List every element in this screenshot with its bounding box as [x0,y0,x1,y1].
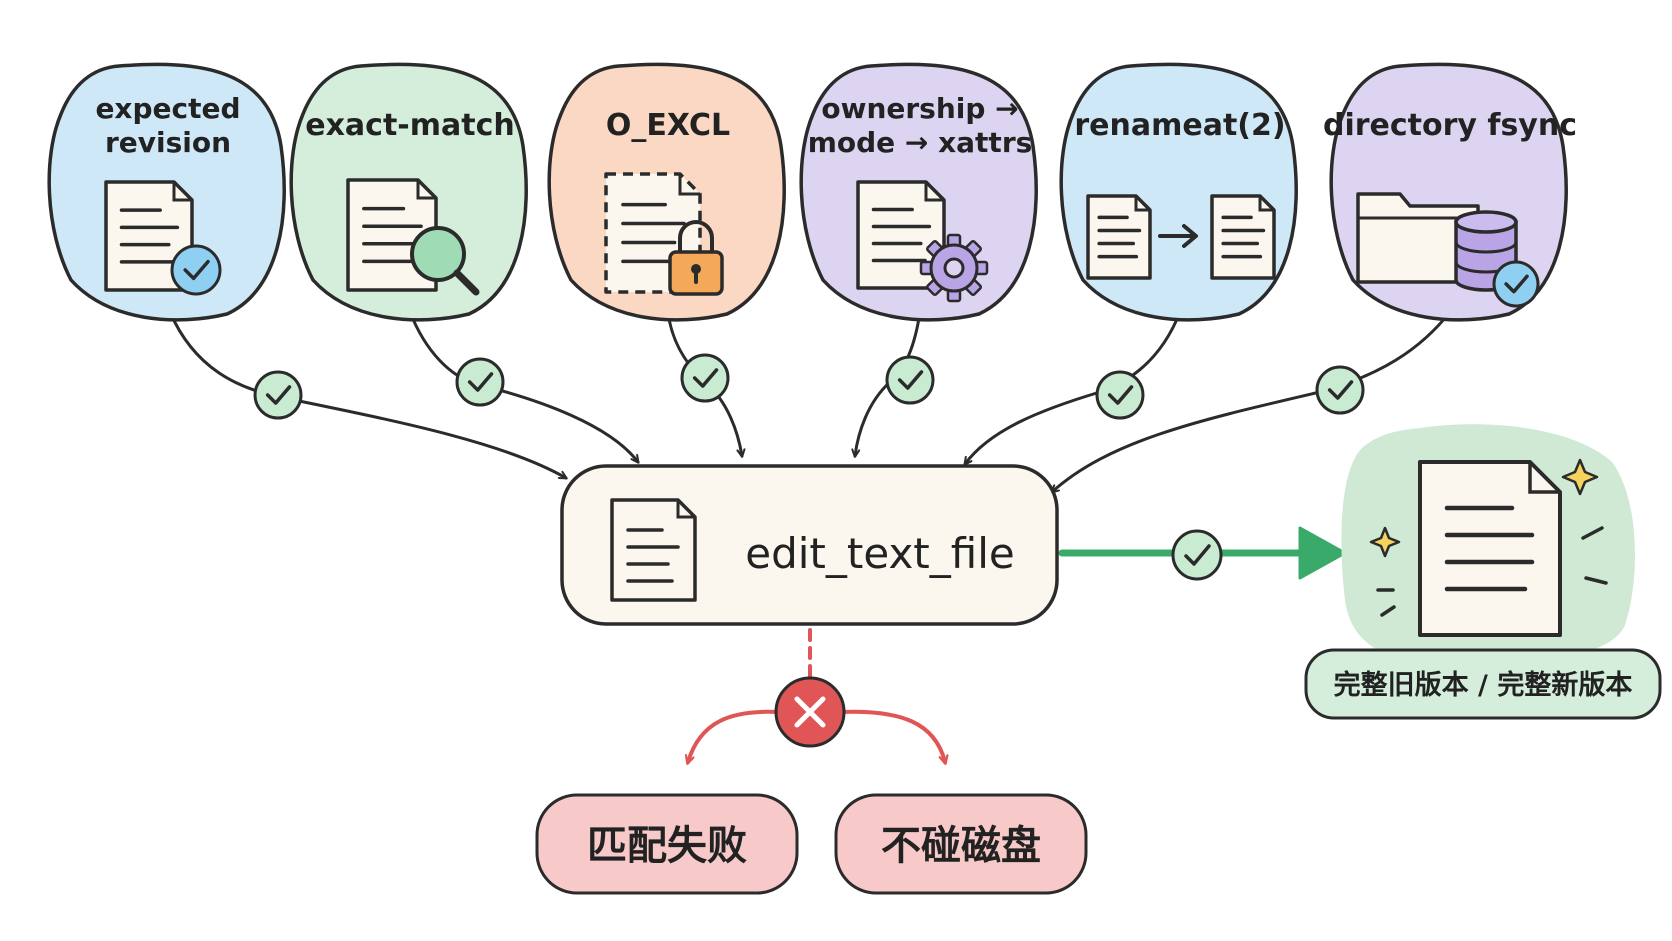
failure-outcome-no-disk-touch: 不碰磁盘 [834,793,1088,895]
input-card-6: directory fsync [1323,62,1577,322]
center-node: edit_text_file [560,464,1059,626]
center-label: edit_text_file [745,529,1015,578]
document-gear-icon [856,180,989,303]
connector-check-icon-1 [253,370,303,420]
connector-5 [965,310,1182,464]
input-card-4-label-line-1: ownership → [821,92,1018,125]
connector-check-icon-5 [1095,370,1145,420]
document-check-icon [104,180,222,296]
result-node: 完整旧版本 / 完整新版本 [1304,424,1662,720]
connector-check-icon-4 [885,355,935,405]
input-card-5-label-line-1: renameat(2) [1074,108,1285,143]
connector-2 [408,310,638,462]
input-card-2-label-line-1: exact-match [305,108,515,143]
document-icon [610,498,697,602]
input-card-1-label-line-2: revision [105,126,231,159]
input-card-2: exact-match [289,62,528,322]
connector-checks [253,353,1365,420]
input-card-4: ownership →mode → xattrs [799,62,1038,322]
dashed-document-lock-icon [604,172,724,296]
result-label: 完整旧版本 / 完整新版本 [1334,669,1633,701]
success-path [1058,526,1347,581]
document-arrow-document-icon [1086,194,1276,280]
svg-text:匹配失败: 匹配失败 [587,823,747,869]
success-check-icon [1171,529,1223,581]
failure-outcome-match-failed: 匹配失败 [535,793,799,895]
input-card-3: O_EXCL [547,62,786,322]
failure-branch: 匹配失败 不碰磁盘 [535,628,1088,895]
failure-connector-left [688,709,780,762]
input-card-1-label-line-1: expected [95,92,240,125]
failure-connector-right [840,709,945,762]
input-card-3-label-line-1: O_EXCL [606,108,730,143]
input-card-5: renameat(2) [1059,62,1298,322]
svg-text:不碰磁盘: 不碰磁盘 [881,823,1041,869]
input-card-6-label-line-1: directory fsync [1323,108,1577,143]
connector-check-icon-2 [455,357,505,407]
connector-1 [168,310,566,480]
sparkling-document-icon [1369,458,1608,637]
input-card-4-label-line-2: mode → xattrs [808,126,1033,159]
connector-check-icon-3 [680,353,730,403]
connector-check-icon-6 [1315,365,1365,415]
connector-6 [1052,310,1452,492]
x-circle-icon [774,676,846,748]
document-magnifier-icon [346,178,480,296]
folder-database-check-icon [1356,192,1540,308]
